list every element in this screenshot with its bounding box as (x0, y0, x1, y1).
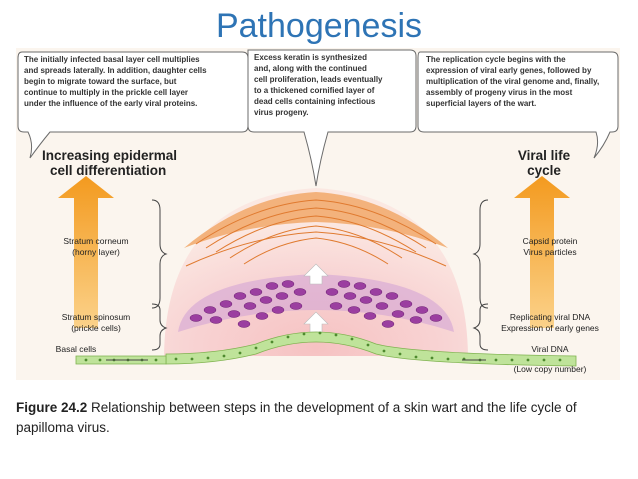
right-heading-line-2: cycle (527, 163, 561, 178)
keratin-layer (184, 192, 448, 248)
right-callout-line-2: expression of viral early genes, followe… (426, 66, 592, 75)
middle-callout-line-1: Excess keratin is synthesized (254, 53, 367, 62)
viral-dna-label-1: Viral DNA (531, 344, 568, 354)
basal-cell-layer (165, 331, 577, 367)
viral-dna-label-2: (Low copy number) (514, 364, 587, 374)
left-callout-line-2: and spreads laterally. In addition, daug… (24, 66, 207, 75)
capsid-label-2: Virus particles (523, 247, 576, 257)
right-lifecycle-arrow (514, 176, 570, 328)
figure-caption: Figure 24.2 Relationship between steps i… (16, 398, 620, 438)
middle-callout-bubble (247, 49, 417, 187)
left-heading-line-1: Increasing epidermal (42, 148, 177, 163)
basal-cells-label: Basal cells (56, 344, 97, 354)
middle-callout-line-5: dead cells containing infectious (254, 97, 376, 106)
right-callout-bubble (417, 51, 619, 159)
middle-callout-line-3: cell proliferation, leads eventually (254, 75, 383, 84)
corneum-brace (151, 199, 168, 309)
replicating-label-2: Expression of early genes (501, 323, 599, 333)
spinosum-label-2: (prickle cells) (71, 323, 121, 333)
wart-figure: The initially infected basal layer cell … (16, 48, 620, 380)
left-callout-line-1: The initially infected basal layer cell … (24, 55, 200, 64)
left-callout-line-5: under the influence of the early viral p… (24, 99, 197, 108)
replicating-label-1: Replicating viral DNA (510, 312, 591, 322)
capsid-brace (472, 199, 489, 309)
left-callout-line-3: begin to migrate toward the surface, but (24, 77, 177, 86)
inner-arrow-lower (303, 311, 329, 333)
middle-callout-line-4: to a thickened cornified layer of (254, 86, 375, 95)
keratin-strands (185, 199, 447, 267)
basal-cell-nuclei (84, 331, 562, 362)
left-differentiation-arrow (58, 176, 114, 328)
replicating-brace (472, 303, 489, 351)
caption-label: Figure 24.2 (16, 400, 88, 415)
middle-callout-line-6: virus progeny. (254, 108, 309, 117)
left-heading-line-2: cell differentiation (50, 163, 166, 178)
spinosum-brace (151, 303, 168, 351)
right-callout-line-3: multiplication of the viral genome and, … (426, 77, 599, 86)
caption-text: Relationship between steps in the develo… (16, 400, 577, 435)
prickle-cell-region (178, 274, 454, 332)
right-callout-line-1: The replication cycle begins with the (426, 55, 566, 64)
corneum-label-2: (horny layer) (72, 247, 120, 257)
prickle-cells (189, 280, 443, 328)
right-heading-line-1: Viral life (518, 148, 571, 163)
right-callout-line-4: assembly of progeny virus in the most (426, 88, 573, 97)
slide-title: Pathogenesis (215, 7, 423, 45)
left-callout-line-4: continue to multiply in the prickle cell… (24, 88, 188, 97)
corneum-label-1: Stratum corneum (63, 236, 128, 246)
wart-diagram: The initially infected basal layer cell … (16, 48, 620, 380)
spinosum-label-1: Stratum spinosum (62, 312, 131, 322)
right-callout-line-5: superficial layers of the wart. (426, 99, 536, 108)
inner-arrow-upper (303, 263, 329, 285)
capsid-label-1: Capsid protein (523, 236, 578, 246)
middle-callout-line-2: and, along with the continued (254, 64, 367, 73)
